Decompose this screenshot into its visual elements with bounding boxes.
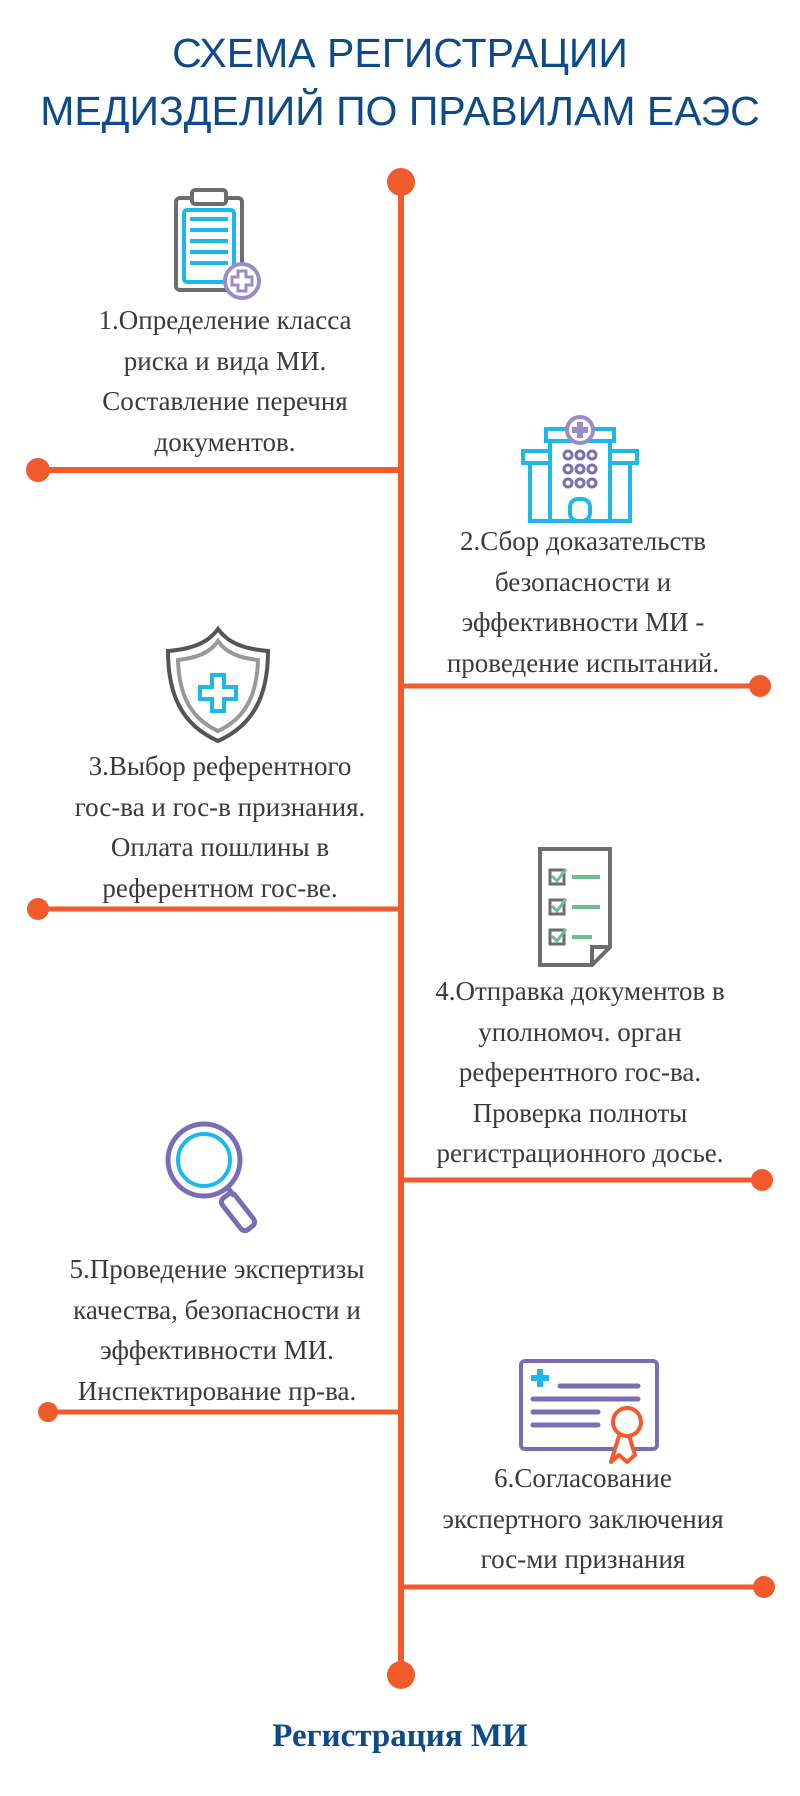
hospital-icon <box>521 415 639 523</box>
step-6-text: 6.Согласование экспертного заключения го… <box>413 1458 753 1580</box>
checklist-icon <box>538 847 612 967</box>
step-line: референтного гос-ва. <box>458 1057 702 1087</box>
page-title: СХЕМА РЕГИСТРАЦИИ МЕДИЗДЕЛИЙ ПО ПРАВИЛАМ… <box>0 24 800 140</box>
branch-6 <box>401 1576 775 1598</box>
step-5-text: 5.Проведение экспертизы качества, безопа… <box>45 1249 389 1411</box>
step-4-text: 4.Отправка документов в уполномоч. орган… <box>408 971 752 1174</box>
step-2-text: 2.Сбор доказательств безопасности и эффе… <box>413 521 753 683</box>
title-line-1: СХЕМА РЕГИСТРАЦИИ <box>172 30 628 76</box>
step-line: гос-ми признания <box>480 1544 686 1574</box>
step-1-text: 1.Определение класса риска и вида МИ. Со… <box>60 300 390 462</box>
step-line: 6.Согласование <box>494 1463 672 1493</box>
step-line: 2.Сбор доказательств <box>459 526 707 556</box>
clipboard-plus-icon <box>174 188 261 300</box>
step-line: Оплата пошлины в <box>110 832 330 862</box>
step-line: экспертного заключения <box>442 1503 724 1534</box>
timeline-end-dot <box>387 1661 415 1689</box>
timeline-start-dot <box>387 168 415 196</box>
step-line: Проверка полноты <box>472 1097 688 1128</box>
step-line: уполномоч. орган <box>478 1016 682 1047</box>
step-line: проведение испытаний. <box>446 647 720 678</box>
step-line: Инспектирование пр-ва. <box>77 1375 357 1406</box>
step-line: 3.Выбор референтного <box>88 751 352 781</box>
step-line: референтном гос-ве. <box>102 872 338 903</box>
step-line: риска и вида МИ. <box>123 345 327 376</box>
magnifier-icon <box>165 1121 258 1234</box>
step-line: качества, безопасности и <box>73 1294 361 1325</box>
certificate-icon <box>519 1359 659 1464</box>
step-line: 4.Отправка документов в <box>435 976 725 1006</box>
branch-5 <box>38 1402 401 1422</box>
branch-3 <box>27 898 401 920</box>
step-line: эффективности МИ. <box>100 1335 334 1365</box>
step-line: 1.Определение класса <box>98 305 352 335</box>
step-line: эффективности МИ - <box>461 607 705 637</box>
branch-1 <box>26 458 401 482</box>
step-line: документов. <box>154 426 296 457</box>
title-line-2: МЕДИЗДЕЛИЙ ПО ПРАВИЛАМ ЕАЭС <box>40 88 760 134</box>
step-3-text: 3.Выбор референтного гос-ва и гос-в приз… <box>50 746 390 908</box>
footer-title: Регистрация МИ <box>272 1718 528 1754</box>
step-line: регистрационного досье. <box>436 1138 724 1168</box>
branch-4 <box>401 1169 773 1191</box>
branch-2 <box>401 675 771 697</box>
shield-plus-icon <box>165 625 271 744</box>
step-line: 5.Проведение экспертизы <box>69 1254 365 1284</box>
step-line: гос-ва и гос-в признания. <box>74 791 366 822</box>
step-line: безопасности и <box>494 566 672 597</box>
step-line: Составление перечня <box>102 386 348 416</box>
